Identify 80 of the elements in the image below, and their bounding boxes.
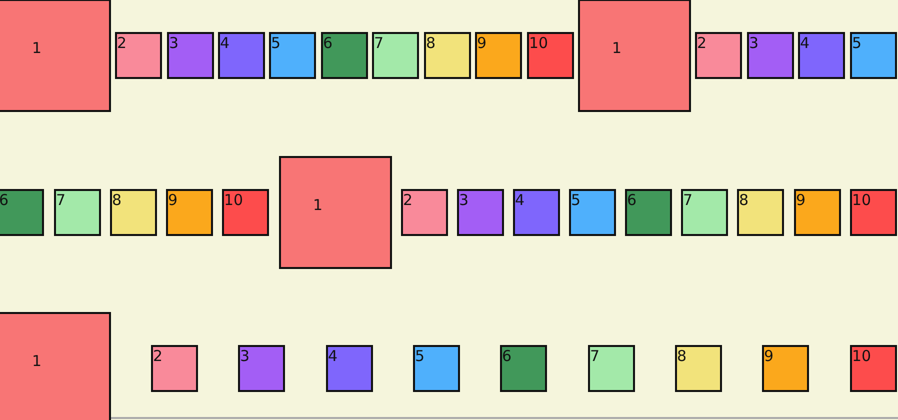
flex-item: [747, 32, 794, 79]
item-number: 6: [502, 347, 512, 365]
item-number: 3: [459, 191, 469, 209]
flex-item: [675, 345, 722, 392]
flex-item: [54, 189, 101, 236]
flex-item: [850, 189, 897, 236]
item-number: 5: [271, 34, 281, 52]
item-number: 9: [764, 347, 774, 365]
flex-item: [326, 345, 373, 392]
flex-item: [218, 32, 265, 79]
flex-item: [0, 189, 44, 236]
flex-item: [424, 32, 471, 79]
flex-item: [695, 32, 742, 79]
item-number: 4: [515, 191, 525, 209]
flex-item: [527, 32, 574, 79]
flex-item: [167, 32, 214, 79]
flex-item: [110, 189, 157, 236]
item-number: 6: [323, 34, 333, 52]
item-number: 3: [240, 347, 250, 365]
item-number: 5: [415, 347, 425, 365]
item-number: 9: [477, 34, 487, 52]
flex-item: [794, 189, 841, 236]
item-number: 2: [403, 191, 413, 209]
flex-item: [238, 345, 285, 392]
item-number: 5: [852, 34, 862, 52]
flex-item: [569, 189, 616, 236]
flex-item: [798, 32, 845, 79]
item-number: 7: [56, 191, 66, 209]
flex-item: [222, 189, 269, 236]
flex-item: [737, 189, 784, 236]
flex-item: [401, 189, 448, 236]
flex-item: [0, 0, 111, 112]
flex-item: [0, 312, 111, 420]
flex-item: [578, 0, 691, 112]
item-number: 6: [0, 191, 9, 209]
flex-item: [279, 156, 392, 269]
item-number: 2: [117, 34, 127, 52]
item-number: 3: [169, 34, 179, 52]
item-number: 10: [852, 347, 872, 365]
flex-item: [151, 345, 198, 392]
flex-item: [457, 189, 504, 236]
flex-item: [475, 32, 522, 79]
flex-item: [372, 32, 419, 79]
flex-item: [850, 345, 897, 392]
flex-item: [850, 32, 897, 79]
item-number: 9: [796, 191, 806, 209]
item-number: 2: [697, 34, 707, 52]
item-number: 8: [739, 191, 749, 209]
flex-item: [500, 345, 547, 392]
item-number: 7: [374, 34, 384, 52]
item-number: 1: [32, 39, 42, 57]
flex-item: [681, 189, 728, 236]
item-number: 10: [852, 191, 872, 209]
item-number: 4: [800, 34, 810, 52]
item-number: 1: [612, 39, 622, 57]
item-number: 1: [32, 352, 42, 370]
item-number: 3: [749, 34, 759, 52]
flex-item: [269, 32, 316, 79]
item-number: 8: [112, 191, 122, 209]
item-number: 8: [677, 347, 687, 365]
item-number: 2: [153, 347, 163, 365]
item-number: 10: [224, 191, 244, 209]
flex-item: [588, 345, 635, 392]
item-number: 9: [168, 191, 178, 209]
flex-item: [321, 32, 368, 79]
item-number: 8: [426, 34, 436, 52]
flex-item: [513, 189, 560, 236]
flex-item: [413, 345, 460, 392]
item-number: 4: [328, 347, 338, 365]
item-number: 10: [529, 34, 548, 52]
item-number: 7: [683, 191, 693, 209]
item-number: 1: [313, 196, 323, 214]
flex-item: [625, 189, 672, 236]
flex-item: [166, 189, 213, 236]
item-number: 7: [590, 347, 600, 365]
item-number: 6: [627, 191, 637, 209]
flex-item: [115, 32, 162, 79]
item-number: 5: [571, 191, 581, 209]
item-number: 4: [220, 34, 230, 52]
flex-item: [762, 345, 809, 392]
